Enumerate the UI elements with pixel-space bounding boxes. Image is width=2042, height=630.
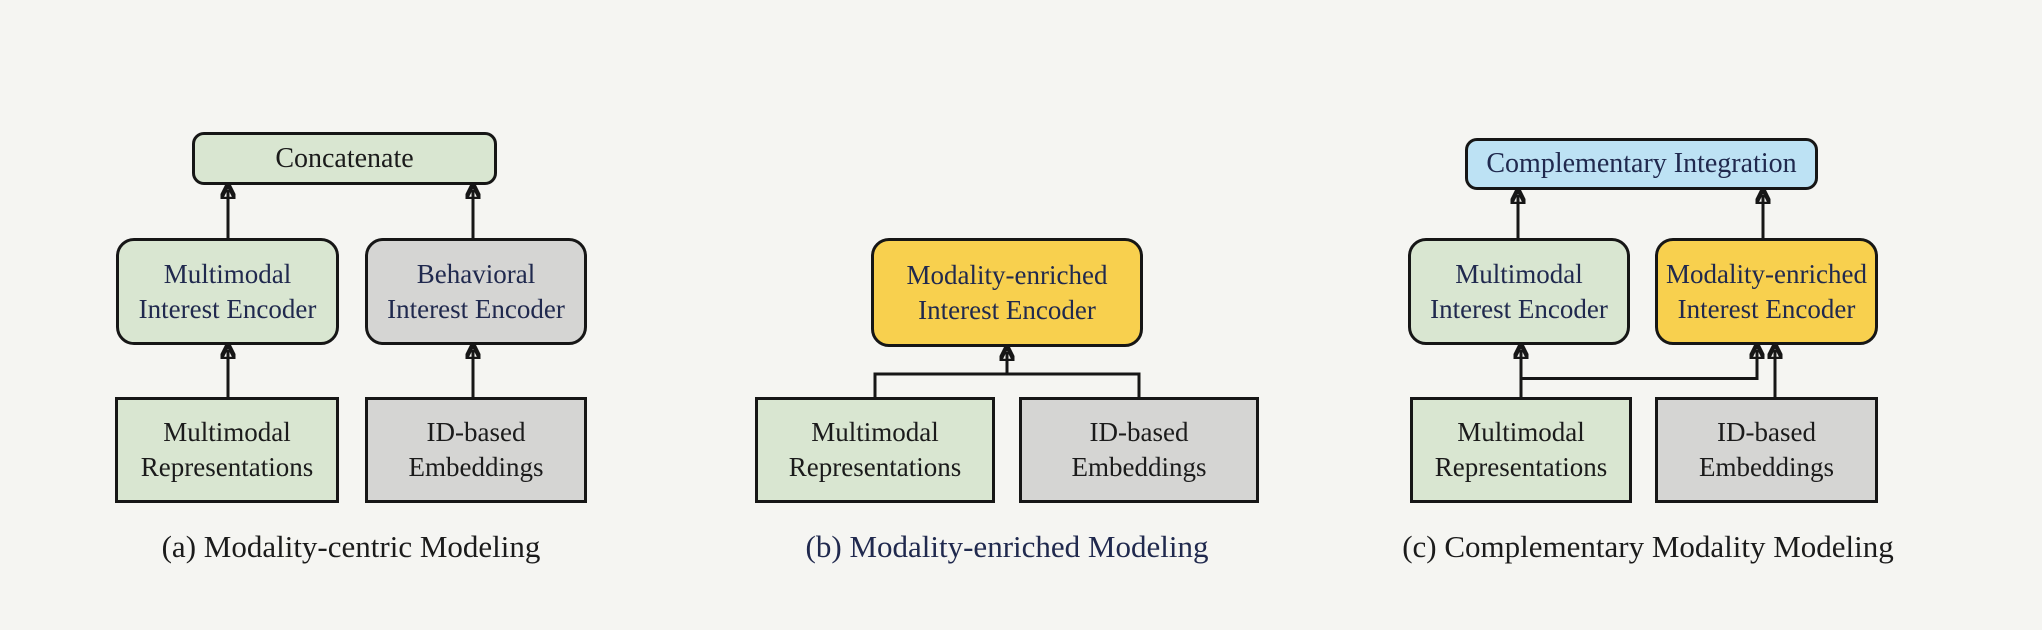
arrow-c-input-left-to-encoder-right — [1521, 350, 1757, 380]
panel-a-arrows — [228, 190, 473, 397]
bracket-b-inputs — [873, 372, 1141, 397]
panel-b-arrows — [873, 352, 1141, 397]
panel-c-arrows — [1518, 195, 1775, 397]
